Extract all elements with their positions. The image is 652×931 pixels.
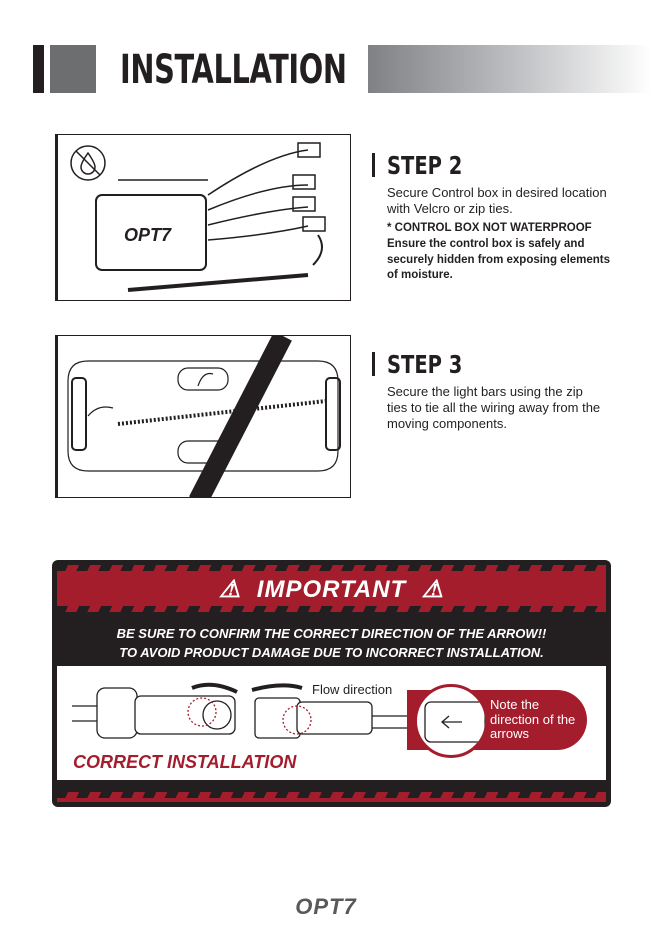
step-body: Secure the light bars using the zip ties… [387,384,601,431]
message-line: TO AVOID PRODUCT DAMAGE DUE TO INCORRECT… [119,645,544,660]
header-gradient-bar [368,45,652,93]
message-line: BE SURE TO CONFIRM THE CORRECT DIRECTION… [116,626,547,641]
step-body: Secure Control box in desired location w… [387,185,607,216]
footer-logo: OPT7 [295,894,357,919]
note-text: Note the direction of the arrows [490,697,576,741]
important-footer-band [57,792,606,802]
step3-figure [55,335,351,498]
important-message: BE SURE TO CONFIRM THE CORRECT DIRECTION… [52,624,611,662]
control-box-logo: OPT7 [124,225,172,245]
step-warning-body: Ensure the control box is safely and sec… [387,238,611,281]
step-title: STEP 3 [387,350,463,379]
step-2: STEP 2 Secure Control box in desired loc… [372,151,642,313]
step-bar [372,352,375,376]
flow-direction-label: Flow direction [312,682,393,697]
header-accent-square [50,45,96,93]
important-title: IMPORTANT [256,576,407,603]
warning-icon: ⚠ [421,576,445,603]
step-3: STEP 3 Secure the light bars using the z… [372,350,642,442]
step-title: STEP 2 [387,151,463,180]
step-bar [372,153,375,177]
page-title: INSTALLATION [120,47,347,93]
warning-icon: ⚠ [218,576,242,603]
header-accent-bar [33,45,44,93]
connector-illustration: Flow direction Note the direction of the… [57,666,606,780]
important-title-row: ⚠ IMPORTANT ⚠ [57,575,606,604]
arrow-closeup [414,684,488,758]
important-notice: ⚠ IMPORTANT ⚠ BE SURE TO CONFIRM THE COR… [52,560,611,807]
correct-installation-label: CORRECT INSTALLATION [73,752,297,772]
no-water-icon [70,145,106,181]
important-header-band: ⚠ IMPORTANT ⚠ [57,565,606,612]
step2-figure: OPT7 [55,134,351,301]
step-warning-title: * CONTROL BOX NOT WATERPROOF [387,222,592,234]
